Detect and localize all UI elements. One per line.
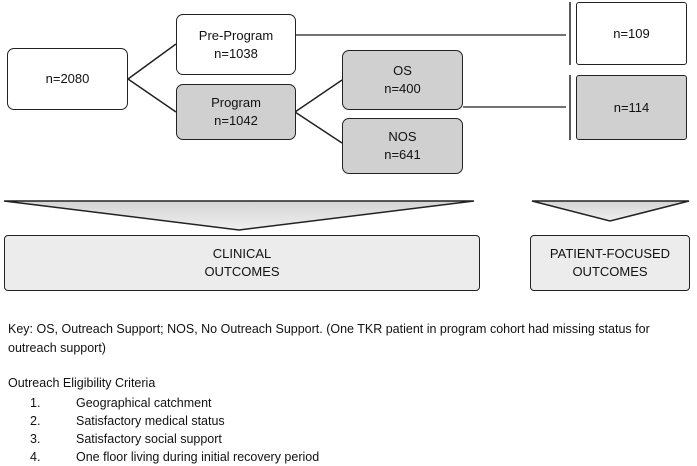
os-count: n=400 <box>384 81 421 96</box>
os-pf-count: n=114 <box>613 99 650 115</box>
pre-program-count: n=1038 <box>214 45 258 61</box>
program-node: Program n=1042 <box>176 84 296 140</box>
clinical-outcomes-box: CLINICAL OUTCOMES <box>4 235 480 291</box>
nos-node: NOS n=641 <box>342 118 463 174</box>
clinical-outcomes-line2: OUTCOMES <box>204 264 280 279</box>
program-label: Program <box>211 95 261 110</box>
criteria-num: 1. <box>30 396 41 410</box>
key-text: Key: OS, Outreach Support; NOS, No Outre… <box>8 322 650 355</box>
criteria-item: 2. Satisfactory medical status <box>30 412 319 430</box>
program-count: n=1042 <box>214 113 258 128</box>
criteria-num: 4. <box>30 450 41 464</box>
os-node: OS n=400 <box>342 50 463 110</box>
criteria-item: 3. Satisfactory social support <box>30 430 319 448</box>
nos-label: NOS <box>388 129 417 144</box>
connector-program-nos <box>294 111 343 144</box>
pre-program-pf-count: n=109 <box>613 25 650 41</box>
criteria-text: Geographical catchment <box>76 396 212 410</box>
connector-program-os <box>294 79 343 113</box>
pre-program-node: Pre-Program n=1038 <box>176 14 296 75</box>
criteria-num: 3. <box>30 432 41 446</box>
patient-focused-line2: OUTCOMES <box>572 264 648 279</box>
criteria-list: 1. Geographical catchment 2. Satisfactory … <box>30 394 319 466</box>
patient-focused-line1: PATIENT-FOCUSED <box>549 246 671 261</box>
criteria-text: Satisfactory medical status <box>76 414 225 428</box>
os-pf-node: n=114 <box>576 75 687 140</box>
criteria-text: Satisfactory social support <box>76 432 222 446</box>
criteria-text: One floor living during initial recovery… <box>76 450 320 464</box>
connector-total-program <box>127 78 177 113</box>
pre-program-pf-node: n=109 <box>576 2 687 65</box>
clinical-arrow <box>3 200 475 231</box>
os-label: OS <box>393 63 412 78</box>
total-node: n=2080 <box>7 48 128 110</box>
criteria-item: 1. Geographical catchment <box>30 394 319 412</box>
criteria-title: Outreach Eligibility Criteria <box>8 376 156 390</box>
criteria-num: 2. <box>30 414 41 428</box>
total-count: n=2080 <box>45 71 90 86</box>
criteria-item: 4. One floor living during initial recove… <box>30 448 319 466</box>
pre-program-label: Pre-Program <box>198 27 274 43</box>
patient-focused-arrow <box>531 200 690 222</box>
nos-count: n=641 <box>384 147 421 162</box>
patient-focused-outcomes-box: PATIENT-FOCUSED OUTCOMES <box>530 235 690 291</box>
connector-total-pre <box>127 43 177 80</box>
clinical-outcomes-line1: CLINICAL <box>212 246 272 261</box>
